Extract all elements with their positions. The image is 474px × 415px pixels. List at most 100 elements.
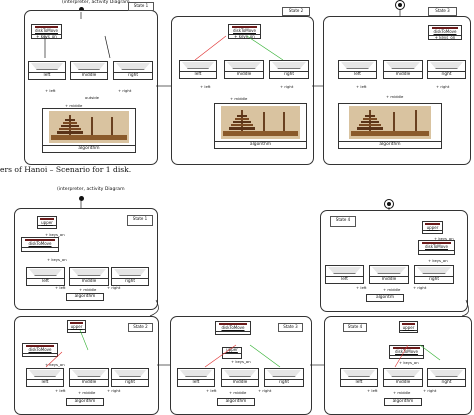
hanoi-photo — [221, 106, 300, 139]
state-3-note: State 3 — [278, 323, 303, 332]
state-3-top: State 3 diskToMove + keys_on left middle… — [323, 7, 471, 165]
red-link — [394, 344, 409, 368]
disk-to-move-object: diskToMove — [22, 343, 58, 357]
peg-icon — [386, 370, 420, 377]
algorithm-box: algoritm — [366, 294, 404, 302]
peg-icon — [328, 267, 361, 274]
plus-right-label: + right — [107, 285, 121, 290]
peg-icon — [386, 62, 420, 69]
initial-node — [79, 7, 84, 12]
disk-icon — [422, 242, 451, 244]
figure-caption: ers of Hanoi – Scenario for 1 disk. — [0, 165, 132, 174]
left-peg-box: left — [338, 60, 377, 79]
keys-on-label: + keys_on — [231, 359, 251, 364]
disk-icon — [232, 26, 257, 28]
hanoi-photo — [349, 106, 431, 139]
plus-left-label: + left — [206, 388, 217, 393]
state-4-bottom-row: State 4 upper diskToMove + keys_on left … — [324, 316, 472, 415]
right-peg-box: right — [269, 60, 309, 79]
middle-peg-box: middle — [70, 61, 108, 80]
peg-icon — [29, 370, 61, 377]
peg-icon — [224, 370, 256, 377]
peg-icon — [267, 370, 301, 377]
right-peg-box: right — [111, 368, 149, 387]
plus-right-label: + right — [107, 388, 121, 393]
disk-to-move-object: diskToMove + keys_on — [31, 24, 62, 39]
state-4-bottom: State 4 upper + keys_on diskToMove + key… — [320, 210, 468, 312]
red-link — [194, 35, 227, 61]
transition-b4-b4 — [461, 299, 469, 317]
disk-icon — [40, 218, 54, 220]
right-peg-box: right — [111, 267, 149, 286]
algorithm-box: algorithm — [66, 398, 104, 406]
internal-links — [44, 35, 111, 59]
disk-to-move-object: diskToMove + keys_on — [428, 25, 462, 40]
state-1-top: State 1 diskToMove + keys_on left middle… — [24, 2, 158, 165]
final-node-dot — [398, 3, 402, 7]
peg-icon — [114, 269, 146, 276]
peg-icon — [417, 267, 451, 274]
outside-label: outside — [85, 95, 99, 100]
peg-icon — [72, 269, 106, 276]
diagram-title-bottom: (interpreter, activity Diagram — [57, 187, 125, 192]
disk-icon — [402, 323, 415, 325]
peg-icon — [114, 370, 146, 377]
peg-icon — [73, 63, 105, 70]
middle-peg-box: middle — [69, 368, 109, 387]
upper-object: upper — [67, 320, 86, 333]
algorithm-box: algorithm — [217, 398, 255, 406]
state-2-bottom: State 2 upper diskToMove + keys_on left … — [14, 316, 159, 415]
disk-to-move-object: diskToMove — [418, 240, 455, 255]
peg-icon — [343, 370, 375, 377]
right-peg-box: right — [264, 368, 304, 387]
algorithm-box: algorithm — [214, 103, 307, 149]
state-3-bottom: State 3 diskToMove upper + keys_on left … — [170, 316, 312, 415]
keys-on-label: + keys_on — [428, 258, 448, 263]
peg-icon — [227, 62, 261, 69]
plus-left-label: + left — [55, 388, 66, 393]
state-3-note: State 3 — [428, 7, 457, 16]
middle-peg-box: middle — [224, 60, 264, 79]
middle-peg-box: middle — [221, 368, 259, 387]
middle-peg-box: middle — [369, 265, 409, 284]
plus-middle-label: + middle — [65, 103, 83, 108]
disk-icon — [25, 239, 55, 241]
plus-middle-label: + middle — [79, 287, 97, 292]
keys-on-label: + keys_on — [434, 236, 454, 241]
green-link — [249, 344, 281, 368]
initial-node-bottom — [79, 196, 84, 201]
plus-middle-label: + middle — [393, 390, 411, 395]
plus-left-label: + left — [367, 388, 378, 393]
left-peg-box: left — [26, 267, 65, 286]
middle-peg-box: middle — [69, 267, 109, 286]
state-1-note: State 1 — [127, 215, 153, 226]
state-4-note: State 4 — [330, 216, 356, 227]
keys-on-label: + keys_on — [399, 360, 419, 365]
disk-icon — [35, 26, 58, 28]
left-peg-box: left — [325, 265, 364, 284]
right-peg-box: right — [414, 265, 454, 284]
plus-left-label: + left — [356, 285, 367, 290]
final-node-bottom-dot — [387, 202, 391, 206]
green-link — [79, 329, 89, 351]
disk-to-move-object: diskToMove — [215, 321, 251, 335]
disk-to-move-object: diskToMove + keys_on — [228, 24, 261, 39]
keys-on-label: + keys_on — [45, 232, 65, 237]
state-2-top: State 2 diskToMove + keys_on left middle… — [171, 7, 314, 165]
state-4-note: State 4 — [343, 323, 367, 332]
peg-icon — [180, 370, 212, 377]
disk-icon — [219, 323, 247, 325]
state-1-bottom: State 1 upper + keys_on diskToMove + key… — [14, 208, 158, 310]
peg-icon — [372, 267, 406, 274]
left-peg-box: left — [340, 368, 378, 387]
red-link — [204, 344, 237, 368]
plus-right-label: + right — [436, 84, 450, 89]
left-peg-box: left — [177, 368, 215, 387]
disk-icon — [425, 223, 440, 225]
plus-right-label: + right — [423, 388, 437, 393]
plus-middle-label: + middle — [386, 94, 404, 99]
right-peg-box: right — [427, 60, 466, 79]
plus-left-label: + left — [55, 285, 66, 290]
diagram-title: (interpreter, activity Diagram — [62, 0, 130, 5]
